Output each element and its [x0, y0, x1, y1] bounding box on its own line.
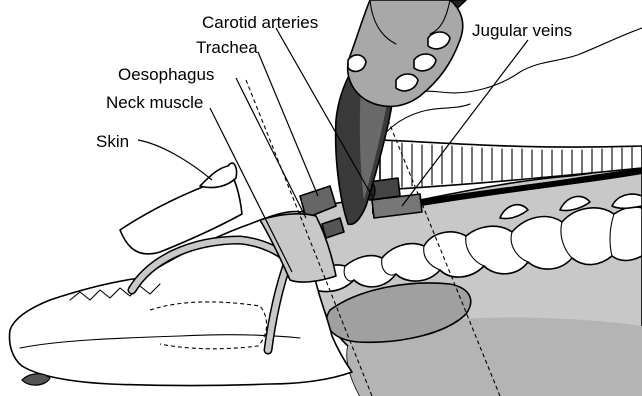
skin-leader [138, 140, 212, 180]
label-neck-muscle: Neck muscle [106, 93, 203, 112]
label-carotid-arteries: Carotid arteries [202, 13, 318, 32]
knife-and-hand [336, 0, 466, 224]
oesophagus-leader [236, 78, 306, 218]
label-oesophagus: Oesophagus [118, 65, 214, 84]
label-skin: Skin [96, 132, 129, 151]
trachea-leader [258, 52, 318, 196]
label-trachea: Trachea [196, 38, 258, 57]
label-jugular-veins: Jugular veins [472, 21, 572, 40]
